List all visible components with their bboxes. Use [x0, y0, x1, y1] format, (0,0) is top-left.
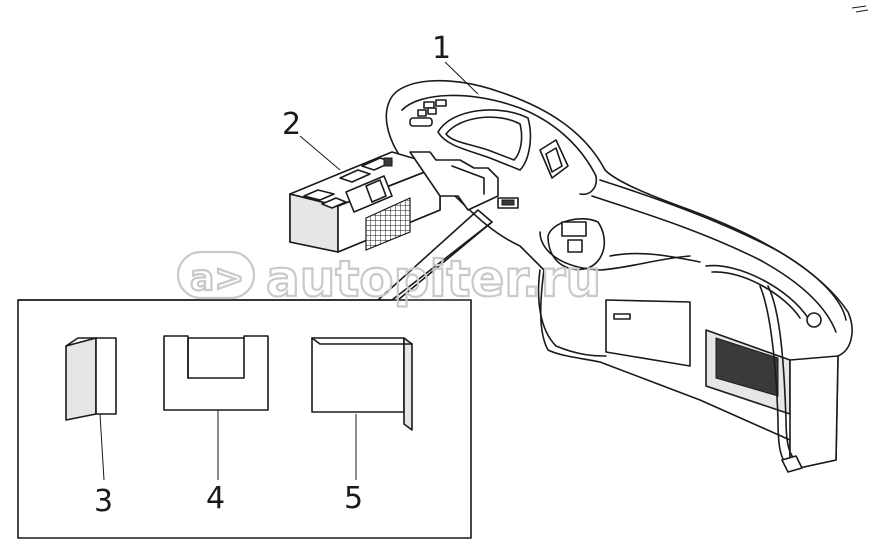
watermark-logo-icon: [176, 250, 256, 300]
corner-mark: [851, 5, 869, 13]
part-1-instrument-panel: [385, 79, 853, 473]
switch-block-icon: [409, 99, 447, 127]
callout-4: 4: [206, 481, 225, 516]
part-5-cover-plate: [311, 337, 413, 431]
callout-2: 2: [282, 107, 301, 142]
leader-lines: [99, 61, 479, 481]
part-2-switch-box: [289, 151, 519, 253]
watermark-logo-text: a>: [190, 258, 244, 299]
detail-inset: [17, 209, 493, 539]
watermark: a> autopiter.ru: [176, 249, 602, 309]
callout-3: 3: [94, 484, 113, 519]
callout-5: 5: [344, 481, 363, 516]
watermark-text: autopiter.ru: [266, 250, 601, 308]
part-3-angle-bracket: [65, 337, 117, 421]
part-4-u-seal: [163, 335, 269, 411]
callout-1: 1: [432, 31, 451, 66]
